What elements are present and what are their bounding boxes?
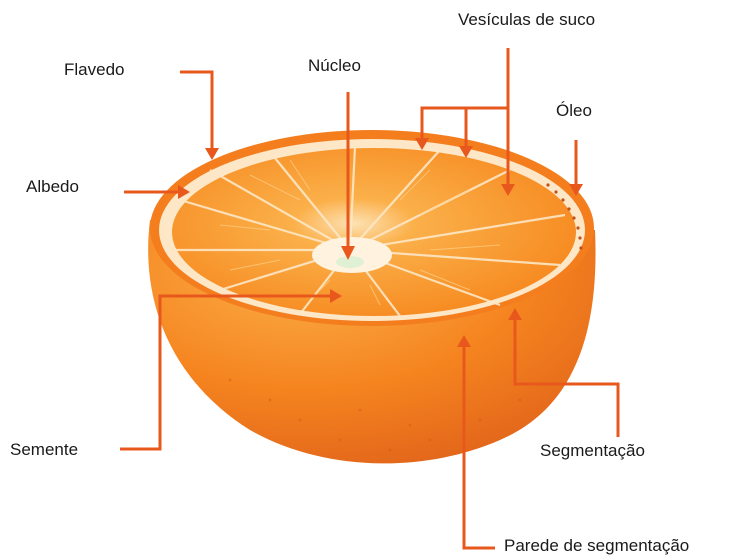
- label-flavedo: Flavedo: [64, 60, 125, 79]
- core: [312, 237, 392, 273]
- label-albedo: Albedo: [26, 177, 79, 196]
- label-parede-de-segmentacao: Parede de segmentação: [504, 536, 690, 555]
- core-center: [336, 256, 364, 268]
- arrow-heads: [178, 138, 583, 347]
- label-vesiculas-de-suco: Vesículas de suco: [458, 10, 596, 29]
- arrow-parede: [462, 343, 495, 550]
- label-segmentacao: Segmentação: [540, 441, 645, 460]
- arrow-flavedo: [180, 70, 214, 150]
- label-oleo: Óleo: [556, 101, 592, 120]
- arrow-segmentacao: [513, 316, 620, 437]
- oil-glands: [546, 183, 583, 250]
- pulp: [172, 148, 576, 316]
- label-nucleo: Núcleo: [308, 56, 361, 75]
- peel-texture: [228, 378, 522, 452]
- arrow-vesiculas-branch: [420, 106, 508, 142]
- arrow-semente: [120, 294, 332, 451]
- leader-lines: [120, 48, 620, 550]
- juice-vesicles: [219, 159, 501, 306]
- label-semente: Semente: [10, 440, 79, 459]
